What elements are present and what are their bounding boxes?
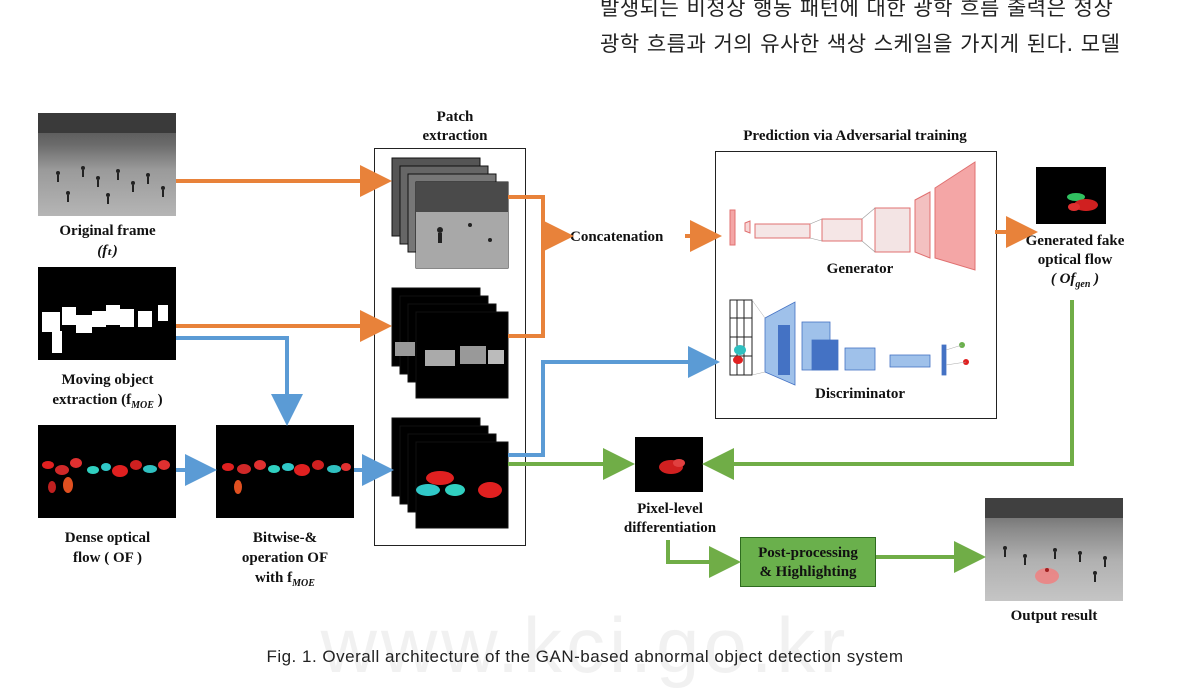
original-frame-image [38, 113, 176, 216]
moving-object-label-2: extraction (fMOE ) [52, 392, 163, 411]
arrow-mask-to-bitwise [176, 336, 303, 426]
difference-image [635, 437, 703, 492]
body-text-line-1: 발생되는 비정상 행동 패턴에 대한 광학 흐름 출력은 정상 [600, 0, 1114, 20]
patch-label-2: extraction [422, 128, 488, 144]
pixel-diff-label-1: Pixel-level [637, 501, 703, 517]
patch-extraction-box [374, 148, 526, 546]
post-processing-label-2: & Highlighting [759, 564, 857, 580]
moving-object-mask-image [38, 267, 176, 360]
pixel-diff-label-2: differentiation [623, 520, 717, 536]
generated-flow-image [1036, 167, 1106, 224]
dense-optical-flow-image [38, 425, 176, 518]
output-result-image [985, 498, 1123, 601]
post-processing-box: Post-processing & Highlighting [740, 537, 876, 587]
generated-flow-label-3: ( Ofgen ) [1050, 271, 1100, 290]
watermark: www.kci.go.kr [320, 601, 850, 689]
crowd-figures [38, 113, 176, 204]
output-result-label: Output result [1010, 608, 1098, 624]
concatenation-label: Concatenation [570, 229, 664, 245]
prediction-box [715, 151, 997, 419]
figure-caption: Fig. 1. Overall architecture of the GAN-… [266, 647, 904, 666]
bitwise-label-1: Bitwise-& [252, 530, 318, 546]
arrow-diff-to-post [666, 540, 741, 578]
generated-flow-label-1: Generated fake [1025, 233, 1125, 249]
patch-label-1: Patch [436, 109, 474, 125]
discriminator-label: Discriminator [815, 386, 905, 402]
original-frame-label: Original frame [59, 223, 156, 239]
moving-object-label: Moving object [61, 372, 154, 388]
bitwise-label-3: with fMOE [255, 570, 315, 589]
bitwise-result-image [216, 425, 354, 518]
dense-flow-label: Dense optical [64, 530, 151, 546]
dense-flow-label-2: flow ( OF ) [72, 550, 142, 566]
bitwise-label-2: operation OF [241, 550, 329, 566]
generator-label: Generator [826, 261, 894, 277]
prediction-title: Prediction via Adversarial training [743, 128, 967, 144]
original-frame-symbol: (fₜ) [97, 243, 118, 259]
generated-flow-label-2: optical flow [1037, 252, 1113, 268]
post-processing-label-1: Post-processing [758, 545, 858, 561]
body-text-line-2: 광학 흐름과 거의 유사한 색상 스케일을 가지게 된다. 모델 [600, 32, 1121, 56]
